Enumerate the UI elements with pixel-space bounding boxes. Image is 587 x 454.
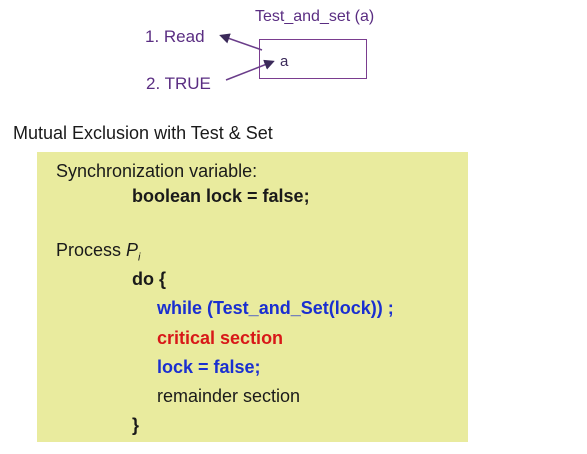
- true-step-label: 2. TRUE: [146, 74, 211, 93]
- read-arrow: [219, 33, 263, 51]
- read-step-label: 1. Read: [145, 27, 205, 46]
- process-subscript: i: [138, 251, 141, 264]
- process-label-line: Process Pi: [56, 240, 141, 264]
- test-and-set-diagram: Test_and_set (a) 1. Read 2. TRUE a: [0, 0, 587, 110]
- critical-section: critical section: [157, 328, 284, 348]
- memory-box: [259, 39, 367, 79]
- function-title: Test_and_set (a): [255, 8, 375, 25]
- sync-declaration: boolean lock = false;: [132, 186, 310, 206]
- code-panel: Synchronization variable: boolean lock =…: [37, 152, 468, 442]
- do-open: do {: [132, 269, 166, 289]
- while-test-and-set: while (Test_and_Set(lock)) ;: [157, 298, 394, 318]
- true-arrow: [225, 59, 275, 81]
- diagram-arrows: [219, 33, 275, 81]
- sync-variable-label: Synchronization variable:: [56, 161, 258, 181]
- remainder-section: remainder section: [157, 386, 301, 406]
- process-label: Process: [56, 240, 127, 260]
- section-heading: Mutual Exclusion with Test & Set: [13, 123, 273, 143]
- close-brace: }: [132, 415, 140, 435]
- lock-reset: lock = false;: [157, 357, 261, 377]
- memory-box-label: a: [280, 53, 289, 70]
- process-name: P: [126, 240, 139, 260]
